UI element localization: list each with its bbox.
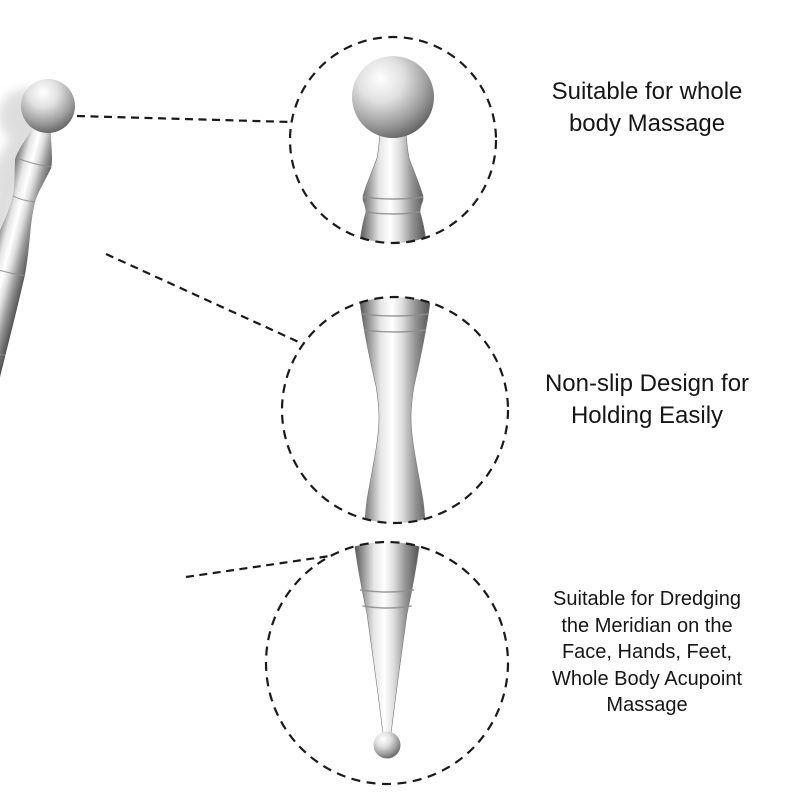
callout-line-tip: [185, 554, 331, 579]
callout-line-grip: [105, 252, 304, 346]
zoom-tip: [353, 542, 421, 759]
zoom-ball-seams: [362, 196, 424, 215]
massage-pen: [0, 79, 75, 751]
pen-seam-lines: [0, 157, 52, 356]
callout-grip: [280, 295, 510, 525]
zoom-ball-head: [352, 56, 434, 243]
callout-border-grip: [280, 295, 510, 525]
callout-border-ball-head: [288, 35, 498, 245]
callout-line-ball-head: [76, 114, 292, 124]
callout-border-tip: [264, 540, 510, 786]
callout-lines: [76, 114, 331, 579]
caption-ball-head: Suitable for whole body Massage: [551, 78, 743, 137]
callout-ball-head: [288, 35, 498, 245]
caption-tip: Suitable for Dredging the Meridian on th…: [551, 588, 743, 717]
callout-tip: [264, 540, 510, 786]
zoom-grip: [358, 297, 432, 523]
pen-shaft: [0, 118, 65, 751]
zoom-grip-waist: [358, 297, 432, 523]
zoom-ball: [352, 56, 434, 138]
zoom-tip-seams: [359, 589, 415, 609]
zoom-ball-neck: [358, 131, 428, 243]
pen-ball-head: [21, 79, 75, 133]
zoom-tip-ball: [373, 731, 401, 759]
zoom-grip-seams: [361, 313, 429, 333]
caption-grip: Non-slip Design for Holding Easily: [544, 370, 750, 429]
